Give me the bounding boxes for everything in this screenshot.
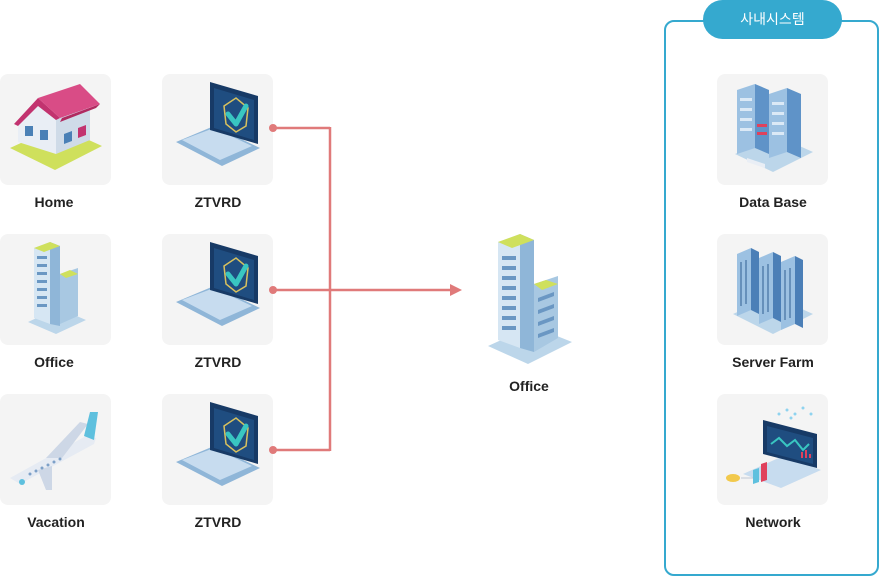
database-tile <box>717 74 828 185</box>
ztvrd-label-3: ZTVRD <box>194 514 242 530</box>
network-label: Network <box>745 514 801 530</box>
ztvrd-tile-2 <box>162 234 273 345</box>
office-building-icon <box>488 234 572 364</box>
ztvrd-label-1: ZTVRD <box>194 194 242 210</box>
office-target-label: Office <box>509 378 549 394</box>
database-label: Data Base <box>739 194 807 210</box>
home-tile <box>0 74 111 185</box>
home-label: Home <box>34 194 74 210</box>
laptop-shield-icon <box>176 402 260 486</box>
server-farm-icon <box>733 248 813 334</box>
connector-dot-2 <box>269 286 277 294</box>
server-farm-tile <box>717 234 828 345</box>
laptop-shield-icon <box>176 82 260 166</box>
network-dashboard-icon <box>726 406 821 488</box>
ztvrd-tile-1 <box>162 74 273 185</box>
database-rack-icon <box>735 84 813 172</box>
office-building-icon <box>28 242 86 334</box>
laptop-shield-icon <box>176 242 260 326</box>
vacation-tile <box>0 394 111 505</box>
airplane-icon <box>10 412 98 490</box>
ztvrd-tile-3 <box>162 394 273 505</box>
server-farm-label: Server Farm <box>732 354 814 370</box>
connector-dot-1 <box>269 124 277 132</box>
office-source-tile <box>0 234 111 345</box>
connector-arrowhead <box>450 284 462 296</box>
office-source-label: Office <box>34 354 74 370</box>
vacation-label: Vacation <box>27 514 85 530</box>
network-tile <box>717 394 828 505</box>
internal-systems-title: 사내시스템 <box>703 0 842 39</box>
ztvrd-label-2: ZTVRD <box>194 354 242 370</box>
house-icon <box>10 84 102 170</box>
connector-dot-3 <box>269 446 277 454</box>
